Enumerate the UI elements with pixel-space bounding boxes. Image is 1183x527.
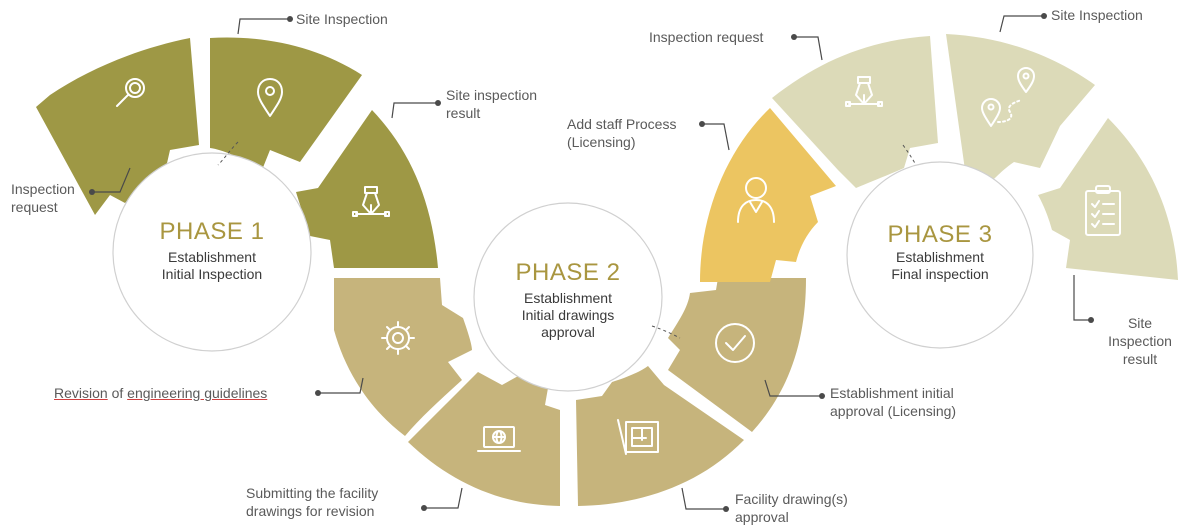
clipboard-icon [1085,185,1121,236]
label-p1-site-inspection: Site Inspection [296,10,388,28]
connector-p1-site-inspection-result [391,102,438,119]
label-p3-inspection-request: Inspection request [649,28,763,46]
label-word: engineering guidelines [127,385,268,401]
phase1-segment-site-inspection-result [296,110,438,268]
label-p2-facility-drawing: Facility drawing(s) approval [735,490,848,526]
label-p1-site-inspection-result: Site inspection result [446,86,537,122]
phase3-segment-site-inspection-result [1038,118,1178,280]
label-line: Inspection [11,181,75,197]
phase1-subtitle-line1: Establishment [168,249,256,265]
phase2-title: PHASE 2 [515,259,621,286]
connector-dot [1088,317,1094,323]
phase1-subtitle-line2: Initial Inspection [161,266,263,282]
gear-icon [381,321,415,355]
phase3-segment-add-staff [700,108,836,282]
label-p3-site-inspection-result: Site Inspection result [1100,314,1180,368]
label-line: Submitting the facility [246,485,379,501]
label-line: result [446,105,481,121]
label-word: Revision [54,385,108,401]
label-line: (Licensing) [567,134,636,150]
connector-dot [723,506,729,512]
label-line: Inspection request [649,29,764,45]
connector-p1-inspection-request [92,167,131,193]
blueprint-icon [617,419,659,455]
label-line: Facility drawing(s) [735,491,848,507]
connector-p3-add-staff [702,123,730,151]
phase3-subtitle-line1: Establishment [896,249,984,265]
phase2-segment-establishment-approval [668,278,806,432]
label-line: Site inspection [446,87,538,103]
label-line: Add staff Process [567,116,677,132]
label-line: Site Inspection [296,11,388,27]
label-p3-add-staff: Add staff Process (Licensing) [567,115,676,151]
phase2-segments [334,278,806,506]
phase1-subtitle: Establishment Initial Inspection [132,249,292,283]
connector-dot [287,16,293,22]
phase3-segments [700,34,1178,282]
phase1-segments [36,37,438,268]
connector-p2-facility-drawing [681,487,726,510]
phase2-dashed-connector [651,325,681,339]
phase3-title: PHASE 3 [887,221,993,248]
route-pins-icon [981,67,1035,127]
connector-p3-site-inspection-result [1073,275,1091,321]
label-line: Establishment initial [830,385,954,401]
phase3-segment-site-inspection [946,34,1095,182]
connector-dot [1041,13,1047,19]
label-p1-inspection-request: Inspection request [11,180,75,216]
connector-dot [699,121,705,127]
label-p2-establishment-approval: Establishment initial approval (Licensin… [830,384,956,420]
location-pin-icon [257,78,283,117]
phase1-dashed-connector [217,141,239,166]
laptop-globe-icon [477,426,521,452]
phase2-subtitle: Establishment Initial drawings approval [488,290,648,341]
label-line: drawings for revision [246,503,375,519]
pen-tool-icon [845,76,883,107]
phase1-segment-site-inspection [210,37,362,170]
phase3-subtitle: Establishment Final inspection [860,249,1020,283]
phase3-segment-inspection-request [772,36,938,188]
label-line: Inspection [1108,333,1172,349]
connector-p2-submitting [424,487,463,509]
label-line: Site [1127,315,1153,331]
phase2-subtitle-line1: Establishment [524,290,612,306]
pen-tool-icon [352,186,390,217]
phase2-circle [473,202,663,392]
connector-dot [89,189,95,195]
magnifier-icon [116,78,145,107]
checkmark-icon [715,323,755,363]
label-line: approval (Licensing) [830,403,957,419]
label-p2-revision: Revision of engineering guidelines [54,384,267,402]
connector-p1-site-inspection [237,18,290,35]
phase2-segment-revision [334,278,472,436]
label-line: Site Inspection [1051,7,1143,23]
connector-dot [819,393,825,399]
label-line: result [1122,351,1158,367]
phase1-title: PHASE 1 [159,218,265,245]
connector-p3-inspection-request [794,36,823,61]
phase3-dashed-connector [902,144,917,166]
label-word: of [111,385,124,401]
label-line: request [11,199,58,215]
connector-dot [421,505,427,511]
phase2-subtitle-line3: approval [541,324,595,340]
phase3-subtitle-line2: Final inspection [891,266,989,282]
connector-dot [435,100,441,106]
connector-p2-establishment-approval [764,379,822,397]
callout-connectors [92,15,1091,510]
label-p2-submitting: Submitting the facility drawings for rev… [246,484,378,520]
phase1-circle [112,152,312,352]
label-p3-site-inspection: Site Inspection [1051,6,1143,24]
staff-person-icon [737,177,775,223]
label-line: approval [735,509,789,525]
connector-p2-revision [318,377,364,394]
connector-dot [791,34,797,40]
phase2-subtitle-line2: Initial drawings [521,307,615,323]
phase2-segment-facility-drawing [576,366,744,506]
connector-dot [315,390,321,396]
phase3-circle [846,161,1034,349]
connector-p3-site-inspection [999,15,1044,33]
